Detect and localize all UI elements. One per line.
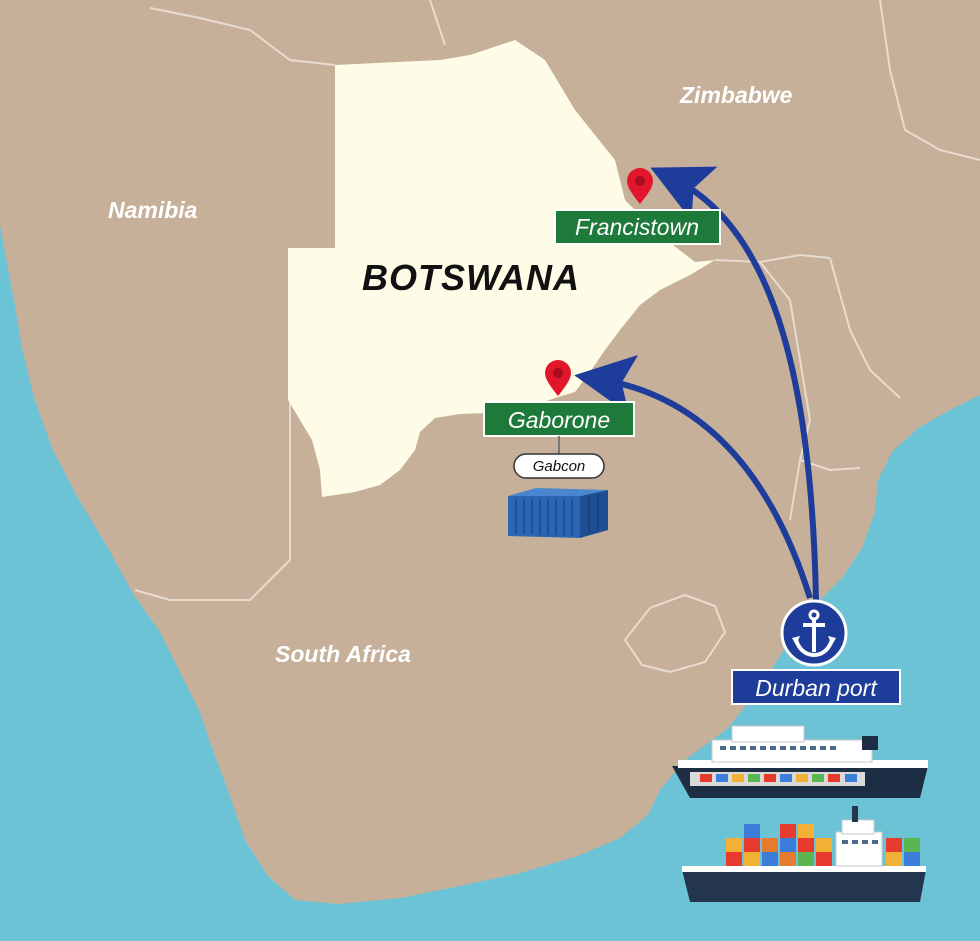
ferry-ship-icon — [672, 725, 928, 798]
south-africa-label: South Africa — [275, 641, 411, 667]
lesotho-border — [623, 593, 727, 674]
namibia-label: Namibia — [108, 197, 198, 223]
container-ship-icon — [682, 806, 926, 902]
shipping-container-icon — [508, 488, 608, 538]
country-borders — [134, 0, 980, 601]
anchor-icon — [780, 599, 848, 667]
location-pin-icon — [627, 168, 653, 204]
city-label-gaborone: Gaborone — [508, 407, 610, 433]
port-sign-durban[interactable]: Durban port — [731, 669, 901, 705]
city-sign-gaborone[interactable]: Gaborone — [483, 401, 635, 437]
route-arrow-gaborone — [574, 354, 813, 599]
botswana-label: BOTSWANA — [362, 257, 580, 298]
location-pin-icon — [545, 360, 571, 396]
city-sign-francistown[interactable]: Francistown — [554, 209, 721, 245]
zimbabwe-label: Zimbabwe — [679, 82, 793, 108]
botswana-territory — [288, 40, 715, 497]
city-label-francistown: Francistown — [575, 214, 699, 240]
depot-tag-gabcon[interactable]: Gabcon — [513, 453, 605, 479]
port-label: Durban port — [755, 675, 878, 701]
depot-label: Gabcon — [533, 458, 586, 475]
route-arrow-francistown — [650, 166, 819, 601]
